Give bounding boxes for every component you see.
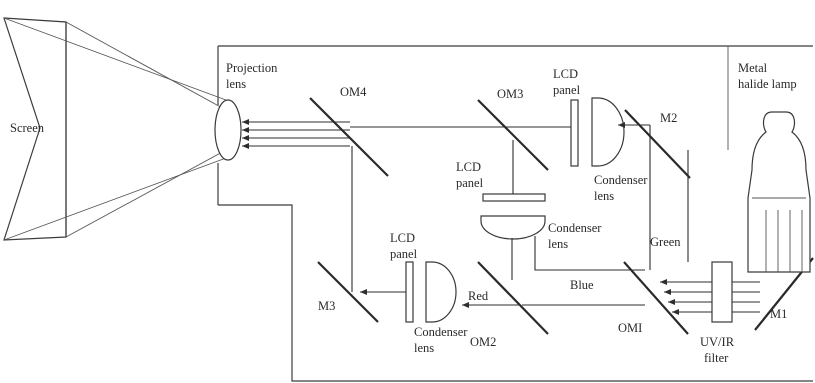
red-label: Red xyxy=(468,289,489,303)
lcd-mid-label-1: LCD xyxy=(456,160,481,174)
lcd-top-label-1: LCD xyxy=(553,67,578,81)
green-path: Green xyxy=(618,122,689,270)
projection-lens: Projection lens xyxy=(214,61,278,161)
om4-label: OM4 xyxy=(340,85,367,99)
screen-label: Screen xyxy=(10,121,45,135)
projection-lens-label-2: lens xyxy=(226,77,246,91)
lamp-label-2: halide lamp xyxy=(738,77,797,91)
condenser-mid-label-2: lens xyxy=(548,237,568,251)
m1-label: M1 xyxy=(770,307,787,321)
uvir-filter: UV/IR filter xyxy=(700,261,735,365)
condenser-lens-mid: Condenser lens xyxy=(480,215,602,251)
uvir-label-2: filter xyxy=(704,351,729,365)
green-label: Green xyxy=(650,235,681,249)
projection-lens-label-1: Projection xyxy=(226,61,278,75)
om1-label: OMI xyxy=(618,321,642,335)
m2-label: M2 xyxy=(660,111,677,125)
lcd-left-label-2: panel xyxy=(390,247,418,261)
m2-mirror: M2 xyxy=(624,109,691,179)
screen: Screen xyxy=(3,17,227,241)
om4-mirror: OM4 xyxy=(309,85,389,177)
lcd-top-label-2: panel xyxy=(553,83,581,97)
red-path: Red xyxy=(462,289,645,308)
blue-label: Blue xyxy=(570,278,594,292)
lcd-panel-left: LCD panel xyxy=(390,231,418,323)
lcd-left-label-1: LCD xyxy=(390,231,415,245)
uvir-label-1: UV/IR xyxy=(700,335,735,349)
condenser-top-label-2: lens xyxy=(594,189,614,203)
blue-path: Blue xyxy=(511,236,645,292)
m3-mirror: M3 xyxy=(317,261,379,323)
om1-mirror: OMI xyxy=(618,261,689,335)
metal-halide-lamp: Metal halide lamp xyxy=(738,61,811,273)
output-rays xyxy=(242,119,350,149)
lcd-mid-label-2: panel xyxy=(456,176,484,190)
lamp-label-1: Metal xyxy=(738,61,768,75)
om3-mirror: OM3 xyxy=(477,87,549,171)
condenser-top-label-1: Condenser xyxy=(594,173,648,187)
condenser-lens-top: Condenser lens xyxy=(591,97,648,203)
lcd-panel-mid: LCD panel xyxy=(456,160,546,202)
om2-label: OM2 xyxy=(470,335,496,349)
lcd-panel-top: LCD panel xyxy=(553,67,581,167)
white-light-rays xyxy=(660,279,760,315)
om2-mirror: OM2 xyxy=(470,261,549,349)
condenser-left-label-1: Condenser xyxy=(414,325,468,339)
m3-label: M3 xyxy=(318,299,335,313)
om3-label: OM3 xyxy=(497,87,523,101)
projector-housing xyxy=(217,45,813,382)
condenser-left-label-2: lens xyxy=(414,341,434,355)
condenser-lens-left: Condenser lens xyxy=(414,261,468,355)
condenser-mid-label-1: Condenser xyxy=(548,221,602,235)
